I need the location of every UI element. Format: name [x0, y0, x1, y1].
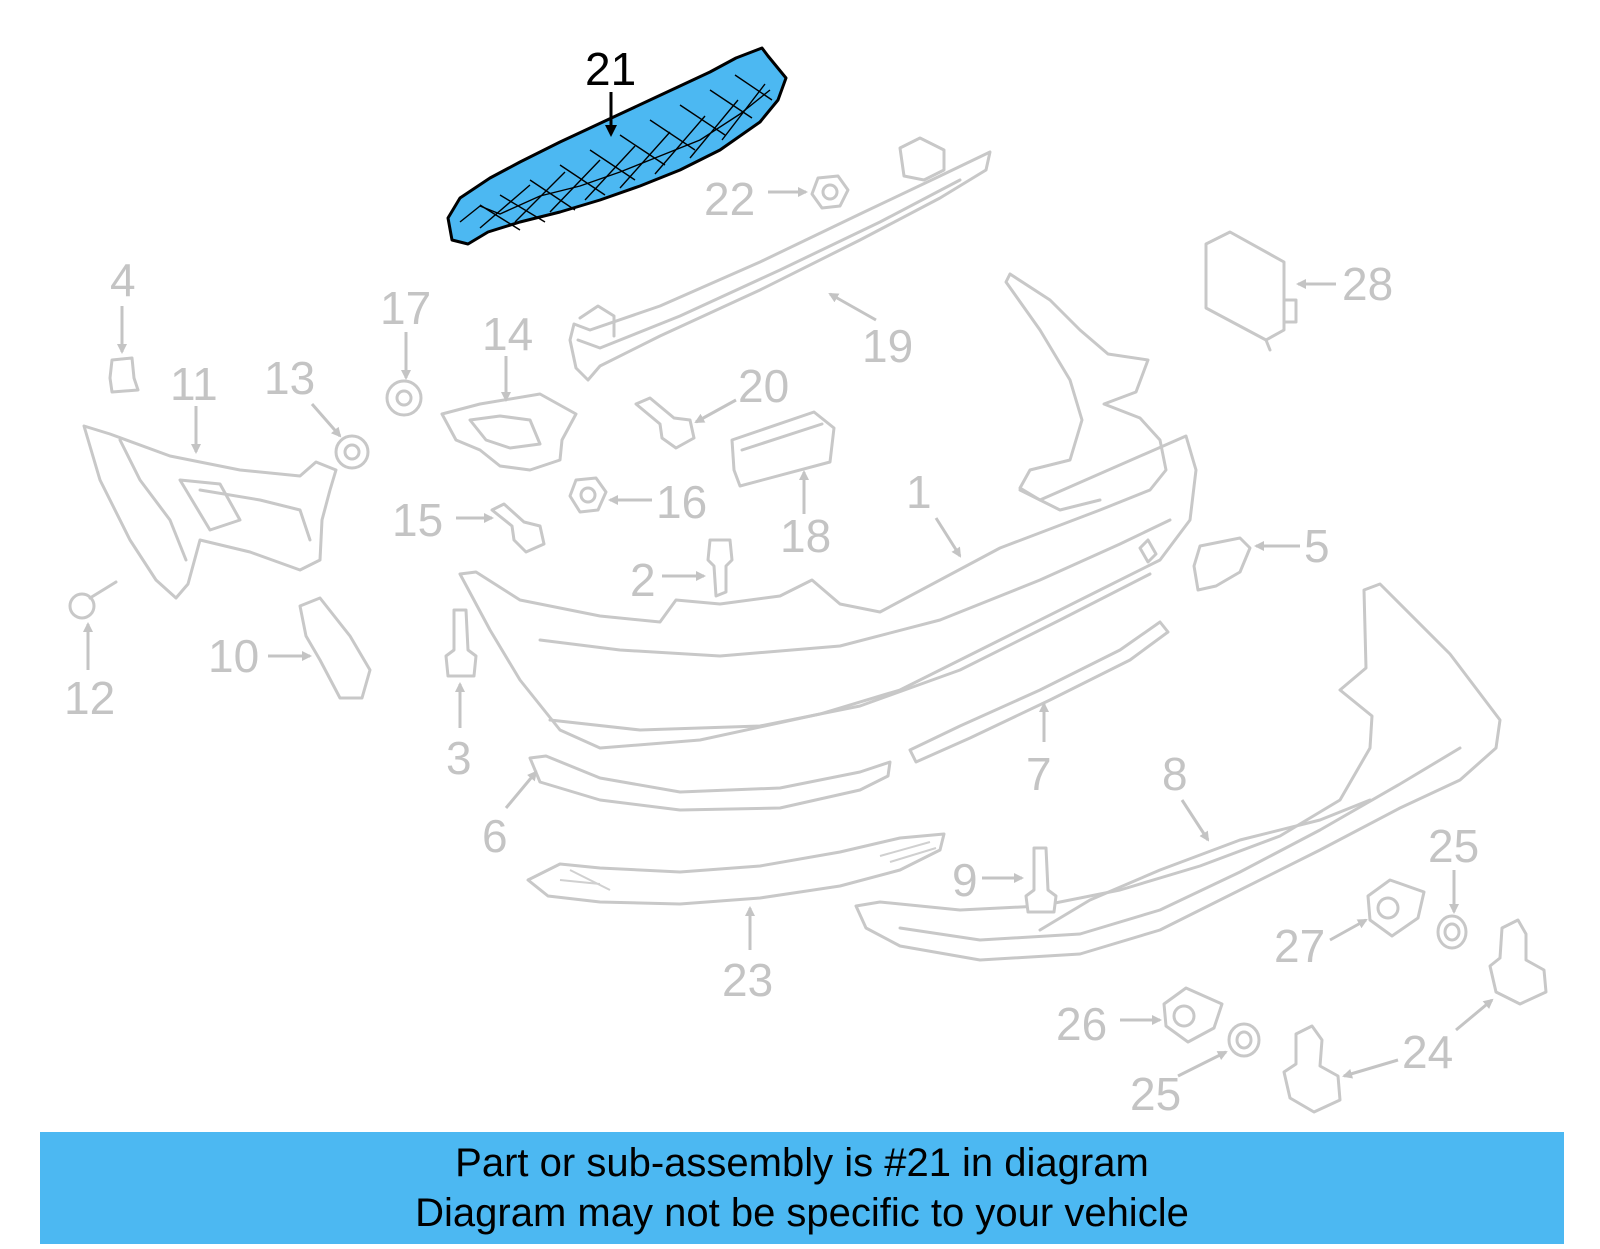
leader-25b: [1177, 1050, 1228, 1078]
leader-8: [1180, 799, 1210, 842]
callout-10: 10: [208, 630, 259, 682]
callout-12: 12: [64, 672, 115, 724]
leader-13: [310, 403, 342, 438]
part-2-bolt: [706, 538, 734, 598]
leader-6: [504, 770, 538, 809]
callout-16: 16: [656, 476, 707, 528]
part-24-sensor-upper: [1488, 918, 1548, 1006]
callout-25b: 25: [1130, 1068, 1181, 1120]
callout-27: 27: [1274, 920, 1325, 972]
part-21-reinforcement[interactable]: [446, 46, 788, 246]
callout-14: 14: [482, 308, 533, 360]
callout-24: 24: [1402, 1026, 1453, 1078]
part-3-bolt: [444, 608, 478, 678]
part-22-nut: [810, 174, 850, 210]
part-9-bolt: [1024, 846, 1058, 914]
part-12-screw: [68, 580, 118, 620]
part-11-side-bracket: [82, 424, 338, 600]
callout-17: 17: [380, 282, 431, 334]
part-25-grommet-b: [1227, 1022, 1261, 1058]
part-1-bumper-cover: [458, 272, 1198, 750]
part-25-grommet-a: [1436, 914, 1468, 950]
callout-25a: 25: [1428, 820, 1479, 872]
callout-22: 22: [704, 173, 755, 225]
callout-28: 28: [1342, 258, 1393, 310]
part-6-molding: [528, 754, 892, 812]
part-15-bolt: [490, 502, 546, 554]
part-18-reflector: [730, 410, 836, 488]
callout-13: 13: [264, 352, 315, 404]
leader-27: [1329, 918, 1368, 942]
leader-24-lower: [1342, 1058, 1399, 1079]
callout-26: 26: [1056, 998, 1107, 1050]
part-24-sensor-lower: [1282, 1024, 1342, 1114]
part-7-molding: [908, 620, 1170, 764]
part-19-absorber: [568, 136, 992, 382]
callout-21: 21: [585, 43, 636, 95]
callout-2: 2: [630, 554, 656, 606]
callout-3: 3: [446, 732, 472, 784]
part-4-clip: [108, 356, 140, 394]
part-10-bracket: [298, 596, 372, 700]
callout-11: 11: [170, 358, 218, 410]
callout-19: 19: [862, 320, 913, 372]
callout-1: 1: [906, 466, 932, 518]
callout-15: 15: [392, 494, 443, 546]
callout-6: 6: [482, 810, 508, 862]
banner-line-2: Diagram may not be specific to your vehi…: [415, 1191, 1189, 1235]
part-14-bracket: [440, 392, 578, 472]
banner-line-1: Part or sub-assembly is #21 in diagram: [455, 1141, 1149, 1185]
part-26-sensor-bracket: [1162, 986, 1224, 1044]
part-13-grommet: [334, 434, 370, 470]
callout-5: 5: [1304, 520, 1330, 572]
part-17-grommet: [385, 379, 423, 417]
callout-7: 7: [1026, 748, 1052, 800]
callout-8: 8: [1162, 748, 1188, 800]
part-27-sensor-bracket: [1366, 878, 1426, 938]
leader-1: [934, 517, 962, 558]
callout-9: 9: [952, 854, 978, 906]
info-banner: Part or sub-assembly is #21 in diagram D…: [40, 1132, 1564, 1244]
callout-18: 18: [780, 510, 831, 562]
leader-19: [828, 292, 877, 322]
leader-24-upper: [1455, 998, 1494, 1032]
part-28-module: [1204, 230, 1298, 352]
part-5-bracket: [1192, 536, 1252, 592]
callout-20: 20: [738, 360, 789, 412]
part-23-trim: [526, 832, 946, 906]
callout-23: 23: [722, 954, 773, 1006]
leader-20: [694, 398, 737, 424]
part-20-bolt: [634, 396, 696, 450]
part-8-valance: [854, 582, 1502, 962]
callout-4: 4: [110, 254, 136, 306]
part-16-nut: [568, 476, 608, 514]
